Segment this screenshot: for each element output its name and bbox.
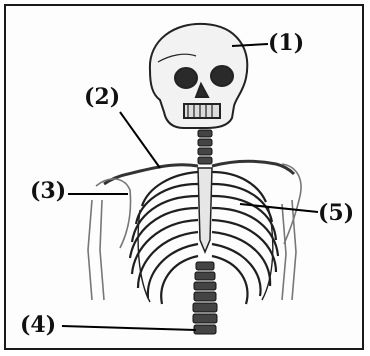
pointer-line-5 — [240, 204, 318, 212]
skull — [150, 24, 247, 128]
label-1: (1) — [268, 32, 304, 54]
pointer-line-2 — [120, 112, 160, 168]
sternum — [198, 168, 212, 252]
label-4: (4) — [20, 314, 56, 336]
pointer-line-4 — [62, 326, 196, 330]
label-5: (5) — [318, 202, 354, 224]
label-2: (2) — [84, 86, 120, 108]
label-3: (3) — [30, 180, 66, 202]
